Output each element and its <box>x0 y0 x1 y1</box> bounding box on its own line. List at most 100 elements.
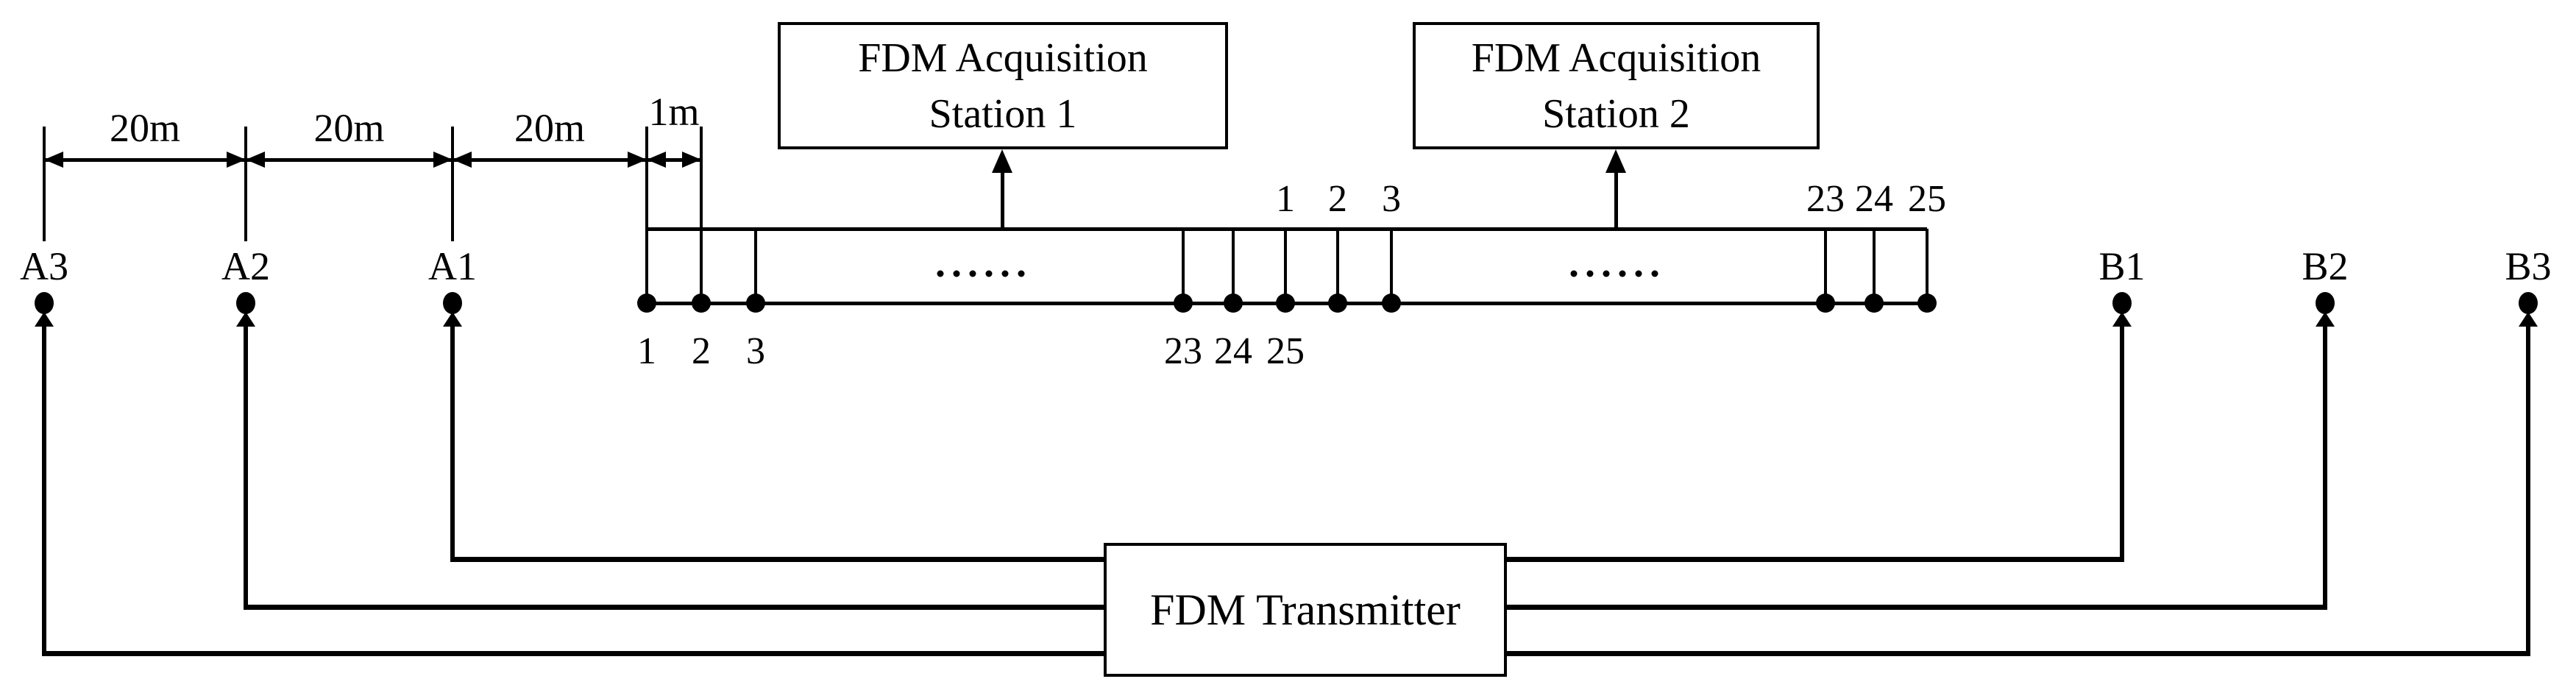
receiver-electrode-lead <box>1824 229 1827 303</box>
receiver-electrode-lead <box>1232 229 1235 303</box>
source-electrode-drop-line <box>2323 325 2327 610</box>
dimension-tick <box>43 127 46 241</box>
receiver-electrode-number-below: 2 <box>692 330 711 372</box>
ellipsis-dot <box>1603 270 1610 277</box>
receiver-electrode-number-below: 3 <box>746 330 765 372</box>
source-electrode-dot <box>35 292 54 314</box>
source-electrode-dot <box>2112 292 2132 314</box>
dimension-arrowhead-left <box>246 152 265 168</box>
receiver-electrode-dot <box>1276 294 1295 313</box>
receiver-rail-line <box>647 227 1927 231</box>
source-electrode-arrowhead-up <box>2112 312 2132 327</box>
source-electrode-arrowhead-up <box>2316 312 2335 327</box>
ellipsis-dot <box>969 270 976 277</box>
ellipsis-dot <box>1018 270 1025 277</box>
source-electrode-dot <box>2316 292 2335 314</box>
dimension-line <box>246 157 453 162</box>
source-electrode-drop-line <box>450 325 455 562</box>
receiver-electrode-lead <box>1336 229 1339 303</box>
source-electrode-arrowhead-up <box>236 312 255 327</box>
receiver-electrode-number-above: 25 <box>1908 178 1946 220</box>
acquisition-station-2-box: FDM Acquisition Station 2 <box>1413 22 1820 149</box>
dimension-label: 20m <box>514 106 586 150</box>
source-electrode-label: B3 <box>2505 244 2552 288</box>
source-electrode-arrowhead-up <box>35 312 54 327</box>
acquisition-station-1-title-line2: Station 1 <box>929 90 1077 137</box>
station-arrow-line <box>1614 170 1618 229</box>
ellipsis-dot <box>985 270 993 277</box>
receiver-electrode-number-below: 25 <box>1266 330 1305 372</box>
source-electrode-arrowhead-up <box>2519 312 2538 327</box>
source-electrode-drop-line <box>42 325 46 656</box>
receiver-electrode-number-above: 3 <box>1382 178 1401 220</box>
source-electrode-dot <box>236 292 255 314</box>
fdm-transmitter-title: FDM Transmitter <box>1150 585 1461 634</box>
transmitter-feed-line <box>1507 556 2124 562</box>
dimension-arrowhead-right <box>433 152 453 168</box>
dimension-label: 1m <box>648 90 700 134</box>
receiver-electrode-dot <box>637 294 656 313</box>
transmitter-feed-line <box>1507 604 2327 610</box>
ellipsis-dot <box>1619 270 1626 277</box>
ellipsis-dot <box>937 270 944 277</box>
receiver-electrode-lead <box>1284 229 1287 303</box>
dimension-line <box>44 157 246 162</box>
source-electrode-label: A1 <box>428 244 477 288</box>
source-electrode-label: B2 <box>2302 244 2349 288</box>
receiver-electrode-dot <box>1328 294 1347 313</box>
source-electrode-label: B1 <box>2098 244 2146 288</box>
transmitter-feed-line <box>450 556 1104 562</box>
ellipsis-dot <box>1570 270 1578 277</box>
receiver-electrode-dot <box>746 294 765 313</box>
receiver-electrode-number-above: 23 <box>1806 178 1845 220</box>
ellipsis-dot <box>1586 270 1594 277</box>
receiver-electrode-dot <box>1864 294 1884 313</box>
omitted-electrodes-ellipsis <box>937 270 1025 277</box>
dimension-arrowhead-left <box>453 152 472 168</box>
ellipsis-dot <box>953 270 960 277</box>
receiver-electrode-lead <box>700 127 703 303</box>
dimension-label: 20m <box>313 106 385 150</box>
receiver-electrode-lead <box>645 127 648 303</box>
receiver-electrode-number-above: 1 <box>1276 178 1295 220</box>
receiver-electrode-lead <box>1182 229 1185 303</box>
receiver-electrode-dot <box>1382 294 1401 313</box>
station-arrowhead-up <box>992 149 1012 173</box>
receiver-electrode-number-above: 2 <box>1328 178 1347 220</box>
dimension-arrowhead-right <box>628 152 647 168</box>
transmitter-feed-line <box>1507 650 2530 656</box>
source-electrode-dot <box>2519 292 2538 314</box>
acquisition-station-2-title-line2: Station 2 <box>1542 90 1690 137</box>
dimension-arrowhead-left <box>647 152 666 168</box>
receiver-electrode-number-above: 24 <box>1855 178 1893 220</box>
receiver-electrode-number-below: 23 <box>1164 330 1202 372</box>
station-arrow-line <box>1000 170 1004 229</box>
dimension-arrowhead-right <box>682 152 701 168</box>
fdm-transmitter-box: FDM Transmitter <box>1104 543 1507 677</box>
source-electrode-label: A3 <box>20 244 68 288</box>
receiver-electrode-number-below: 1 <box>637 330 656 372</box>
receiver-electrode-dot <box>1917 294 1937 313</box>
receiver-electrode-dot <box>692 294 711 313</box>
dimension-tick <box>451 127 454 241</box>
dimension-label: 20m <box>109 106 181 150</box>
receiver-electrode-lead <box>1873 229 1876 303</box>
acquisition-station-1-box: FDM Acquisition Station 1 <box>778 22 1228 149</box>
receiver-electrode-lead <box>1926 229 1929 303</box>
transmitter-feed-line <box>42 650 1104 656</box>
source-electrode-arrowhead-up <box>443 312 462 327</box>
ellipsis-dot <box>1651 270 1658 277</box>
dimension-line <box>453 157 647 162</box>
ellipsis-dot <box>1635 270 1642 277</box>
dimension-arrowhead-left <box>44 152 63 168</box>
receiver-electrode-lead <box>1390 229 1393 303</box>
transmitter-feed-line <box>244 604 1104 610</box>
receiver-electrode-dot <box>1816 294 1835 313</box>
dimension-arrowhead-right <box>227 152 246 168</box>
omitted-electrodes-ellipsis <box>1570 270 1658 277</box>
dimension-line <box>647 157 701 162</box>
source-electrode-drop-line <box>2526 325 2530 656</box>
source-electrode-drop-line <box>244 325 248 610</box>
